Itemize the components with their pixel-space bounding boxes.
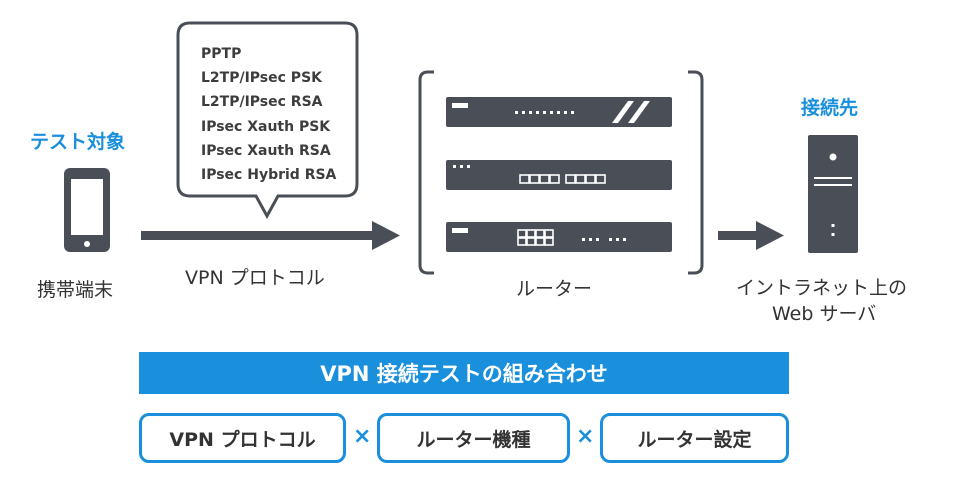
combo-router-model: ルーター機種: [377, 413, 570, 463]
combo-router-settings: ルーター設定: [600, 413, 789, 463]
device-heading: テスト対象: [30, 131, 126, 153]
destination-heading: 接続先: [801, 97, 859, 119]
arrow-to-router: [141, 221, 400, 250]
router-bracket: [418, 70, 704, 275]
server-icon: [808, 135, 858, 253]
times-operator: ×: [353, 424, 372, 449]
protocol-label: VPN プロトコル: [185, 267, 325, 289]
protocol-list: PPTP L2TP/IPsec PSK L2TP/IPsec RSA IPsec…: [201, 42, 336, 187]
protocol-item: IPsec Hybrid RSA: [201, 167, 337, 184]
protocol-item: IPsec Xauth PSK: [201, 118, 331, 135]
router-2-icon: [446, 160, 672, 190]
protocol-item: PPTP: [201, 46, 242, 62]
router-label: ルーター: [516, 278, 593, 300]
device-label: 携帯端末: [37, 279, 114, 301]
destination-label-line2: Web サーバ: [772, 303, 877, 325]
protocol-item: L2TP/IPsec PSK: [201, 70, 323, 87]
times-operator: ×: [576, 424, 595, 449]
combo-vpn-protocol: VPN プロトコル: [139, 413, 346, 463]
router-3-icon: [446, 222, 672, 252]
protocol-item: IPsec Xauth RSA: [201, 142, 331, 159]
router-1-icon: [446, 97, 672, 127]
protocol-callout-bubble: [176, 21, 359, 220]
combination-banner: VPN 接続テストの組み合わせ: [139, 352, 789, 394]
destination-label-line1: イントラネット上の: [736, 277, 908, 299]
smartphone-icon: [64, 168, 110, 252]
arrow-to-server: [718, 221, 784, 250]
protocol-item: L2TP/IPsec RSA: [201, 94, 323, 111]
